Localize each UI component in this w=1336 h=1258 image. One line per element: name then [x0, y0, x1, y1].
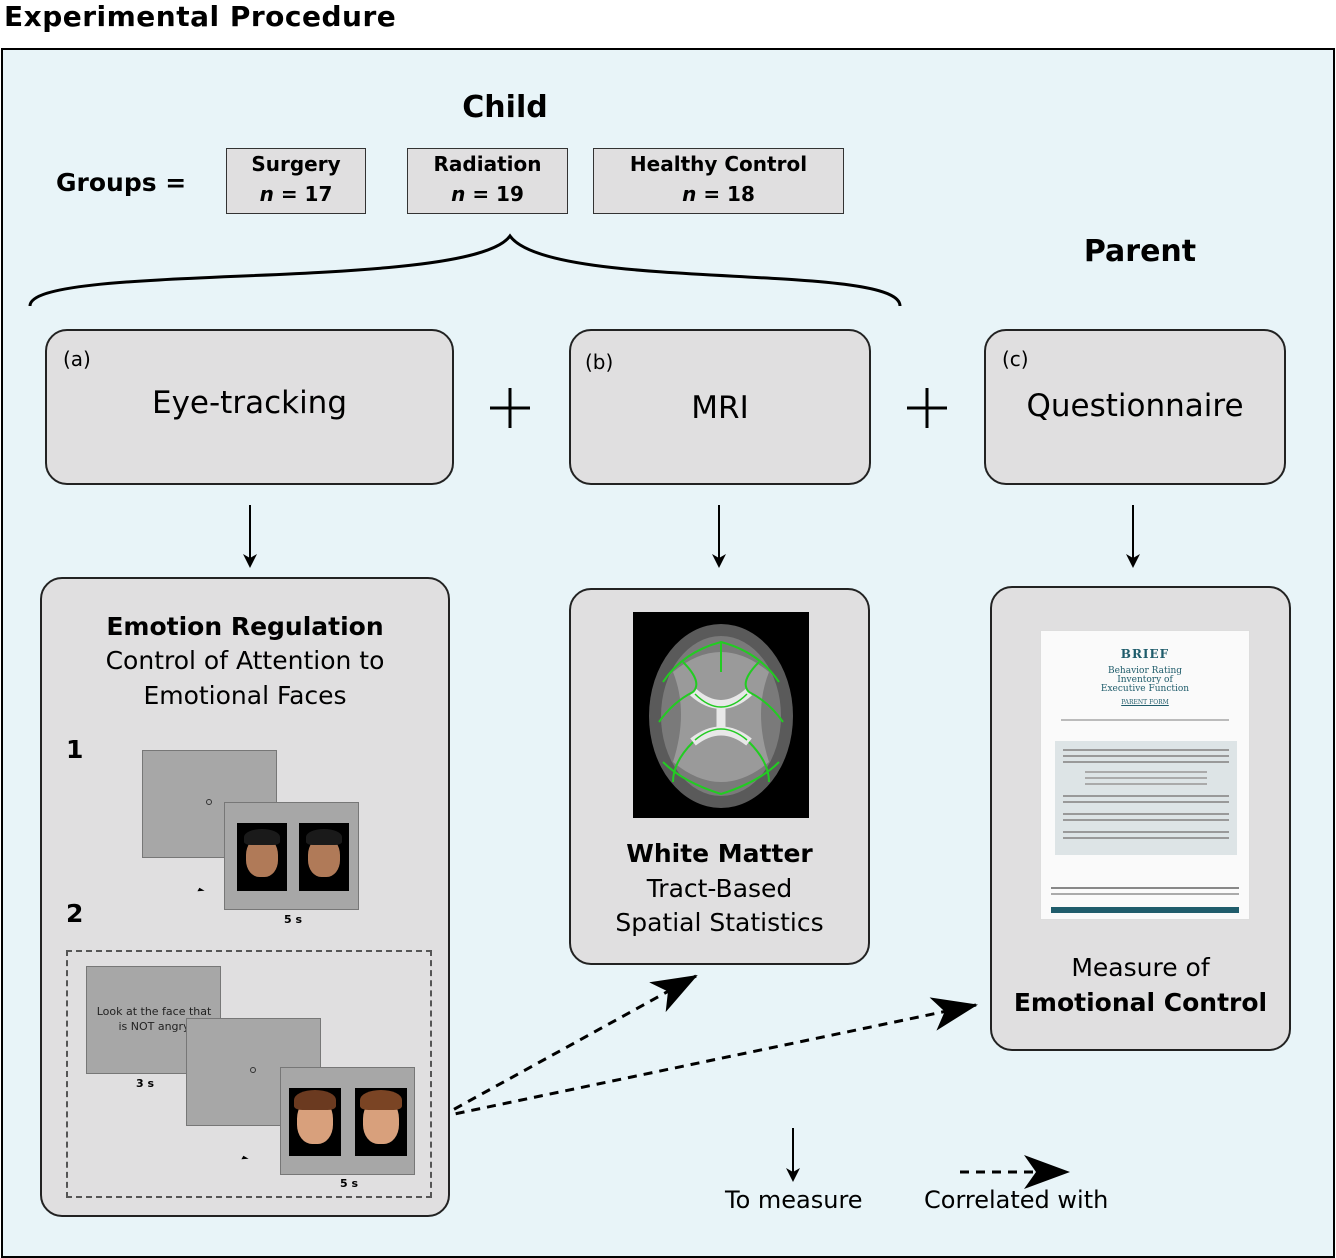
cursor-icon [197, 887, 205, 895]
group-radiation: Radiation n = 19 [407, 148, 568, 214]
method-name: MRI [691, 390, 749, 426]
group-n: = 18 [703, 182, 755, 206]
brain-scan-image [633, 612, 809, 818]
legend-measure-label: To measure [725, 1186, 863, 1214]
n-symbol: n [451, 182, 466, 206]
face-hair [306, 829, 342, 845]
brief-title-line: Inventory of [1117, 675, 1173, 685]
emotion-regulation-panel: Emotion Regulation Control of Attention … [40, 577, 450, 1217]
group-brace [28, 233, 902, 307]
step-2-region [66, 950, 432, 1198]
child-face-pair-screen [280, 1067, 415, 1175]
correlation-arrow-questionnaire [439, 997, 978, 1119]
brief-logo: BRIEF [1120, 647, 1170, 661]
fixation-dot [250, 1067, 256, 1073]
white-matter-panel: White Matter Tract-Based Spatial Statist… [569, 588, 870, 965]
face-hair [294, 1090, 336, 1110]
duration-label: 5 s [340, 1177, 359, 1190]
method-name: Questionnaire [1026, 388, 1244, 424]
group-n: = 19 [472, 182, 524, 206]
n-symbol: n [682, 182, 697, 206]
panel-line-1: Tract-Based [646, 874, 793, 903]
step-2-label: 2 [66, 899, 84, 928]
child-label: Child [462, 90, 548, 125]
brief-title-line: Behavior Rating [1107, 666, 1183, 676]
panel-line-1: Measure of [1071, 953, 1210, 982]
panel-line-2: Spatial Statistics [615, 908, 824, 937]
eye-tracking-box: (a) Eye-tracking [45, 329, 454, 485]
plus-sign-1 [490, 388, 530, 428]
mri-box: (b) MRI [569, 329, 871, 485]
figure-title: Experimental Procedure [4, 0, 397, 33]
group-surgery: Surgery n = 17 [226, 148, 366, 214]
face-hair [360, 1090, 402, 1110]
panel-line-1: Control of Attention to [105, 646, 385, 675]
legend-correlated-label: Correlated with [924, 1186, 1109, 1214]
face-hair [244, 829, 280, 845]
questionnaire-panel: BRIEF Behavior Rating Inventory of Execu… [990, 586, 1291, 1051]
method-tag: (c) [1002, 347, 1029, 371]
plus-sign-2 [907, 388, 947, 428]
duration-label: 5 s [284, 913, 303, 926]
duration-label: 3 s [136, 1077, 155, 1090]
parent-label: Parent [1083, 234, 1197, 269]
panel-title: Emotion Regulation [106, 612, 384, 641]
panel-title: Emotional Control [1013, 988, 1268, 1017]
n-symbol: n [259, 182, 274, 206]
brief-form-image: BRIEF Behavior Rating Inventory of Execu… [1040, 630, 1250, 920]
correlation-arrow-mri [439, 974, 698, 1119]
fixation-dot [206, 799, 212, 805]
brief-title: Behavior Rating Inventory of Executive F… [1041, 667, 1249, 694]
groups-label: Groups = [56, 168, 187, 197]
method-tag: (b) [585, 350, 614, 374]
group-healthy-control: Healthy Control n = 18 [593, 148, 844, 214]
questionnaire-box: (c) Questionnaire [984, 329, 1286, 485]
panel-line-2: Emotional Faces [143, 681, 347, 710]
group-n: = 17 [280, 182, 333, 206]
face-right [299, 823, 349, 891]
method-name: Eye-tracking [151, 385, 348, 421]
text-line [1051, 887, 1239, 889]
method-tag: (a) [63, 347, 91, 371]
brief-form-type: PARENT FORM [1121, 699, 1169, 706]
group-name: Healthy Control [629, 152, 808, 176]
brief-footer-bar [1051, 907, 1239, 913]
face-right [355, 1088, 407, 1156]
text-line [1051, 893, 1239, 895]
face-pair-screen [224, 802, 359, 910]
text-line [1061, 719, 1229, 721]
step-1-label: 1 [66, 735, 84, 764]
face-left [289, 1088, 341, 1156]
panel-title: White Matter [626, 839, 813, 868]
group-name: Surgery [251, 152, 341, 176]
instruction-text: Look at the face that is NOT angry [96, 1005, 212, 1033]
face-left [237, 823, 287, 891]
instructions-block [1055, 741, 1237, 855]
brief-title-line: Executive Function [1100, 684, 1190, 694]
group-name: Radiation [433, 152, 542, 176]
